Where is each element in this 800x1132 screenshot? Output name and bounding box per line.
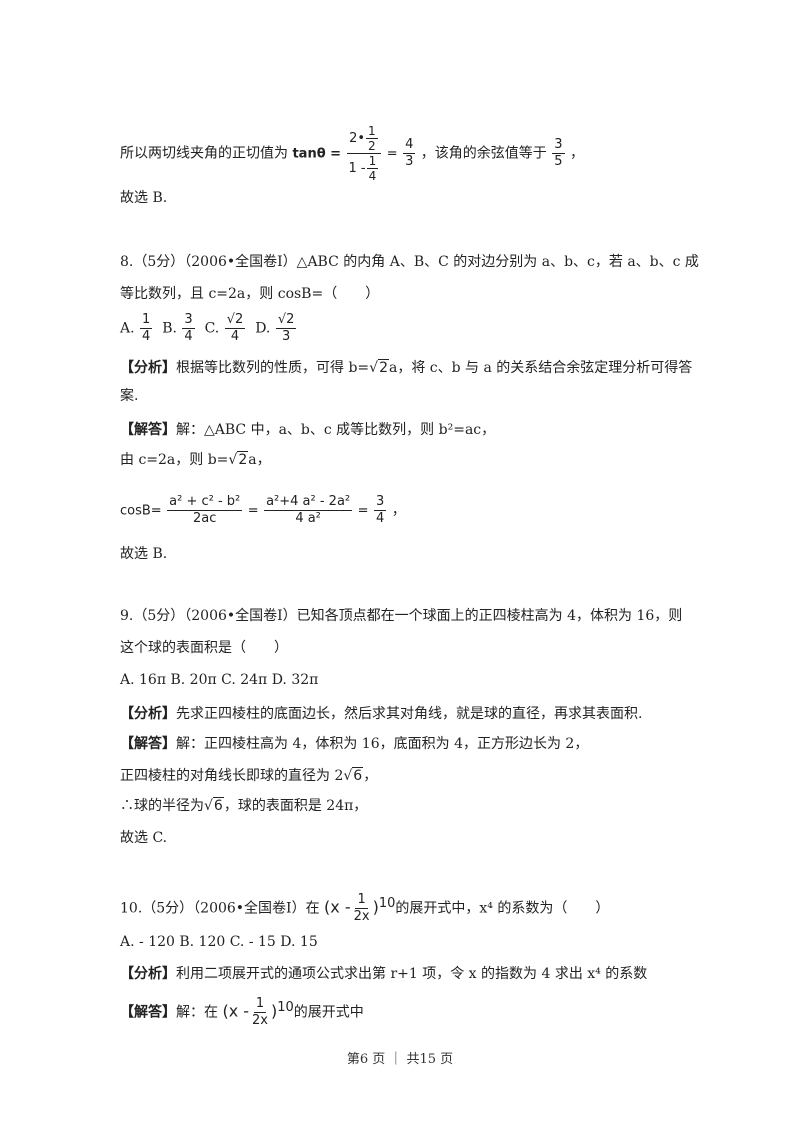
q8-step2: 由 c=2a，则 b=√2a， <box>120 451 271 468</box>
q9-stem-line1: 9.（5分）（2006•全国卷Ⅰ）已知各顶点都在一个球面上的正四棱柱高为 4，体… <box>120 608 683 624</box>
q9-stem-line2: 这个球的表面积是（ ） <box>120 640 288 656</box>
q9-options: A. 16π B. 20π C. 24π D. 32π <box>120 672 319 688</box>
tan-theta: tanθ = <box>292 146 342 162</box>
q10-analysis: 【分析】利用二项展开式的通项公式求出第 r+1 项，令 x 的指数为 4 求出 … <box>120 966 648 982</box>
q8-answer: 故选 B. <box>120 546 168 562</box>
q9-step3: ∴球的半径为√6，球的表面积是 24π， <box>120 797 368 814</box>
tan-mid: ，该角的余弦值等于 <box>420 145 547 162</box>
page-footer: 第6 页 ｜ 共15 页 <box>346 1052 454 1067</box>
q8-analysis-line2: 案. <box>120 388 139 404</box>
q8-analysis: 【分析】根据等比数列的性质，可得 b=√2a，将 c、b 与 a 的关系结合余弦… <box>120 359 693 376</box>
q7-answer: 故选 B. <box>120 190 168 206</box>
q9-analysis: 【分析】先求正四棱柱的底面边长，然后求其对角线，就是球的直径，再求其表面积. <box>120 706 643 722</box>
q9-answer: 故选 C. <box>120 830 168 846</box>
q10-options: A. - 120 B. 120 C. - 15 D. 15 <box>120 934 318 950</box>
q9-solution: 【解答】解：正四棱柱高为 4，体积为 16，底面积为 4，正方形边长为 2， <box>120 736 589 752</box>
q9-step2: 正四棱柱的对角线长即球的直径为 2√6， <box>120 767 378 784</box>
q8-solution: 【解答】解：△ABC 中，a、b、c 成等比数列，则 b²=ac， <box>120 422 496 438</box>
q8-stem-line2: 等比数列，且 c=2a，则 cosB=（ ） <box>120 286 380 302</box>
q8-stem-line1: 8.（5分）（2006•全国卷Ⅰ）△ABC 的内角 A、B、C 的对边分别为 a… <box>120 254 699 270</box>
tan-prefix: 所以两切线夹角的正切值为 <box>120 145 288 162</box>
